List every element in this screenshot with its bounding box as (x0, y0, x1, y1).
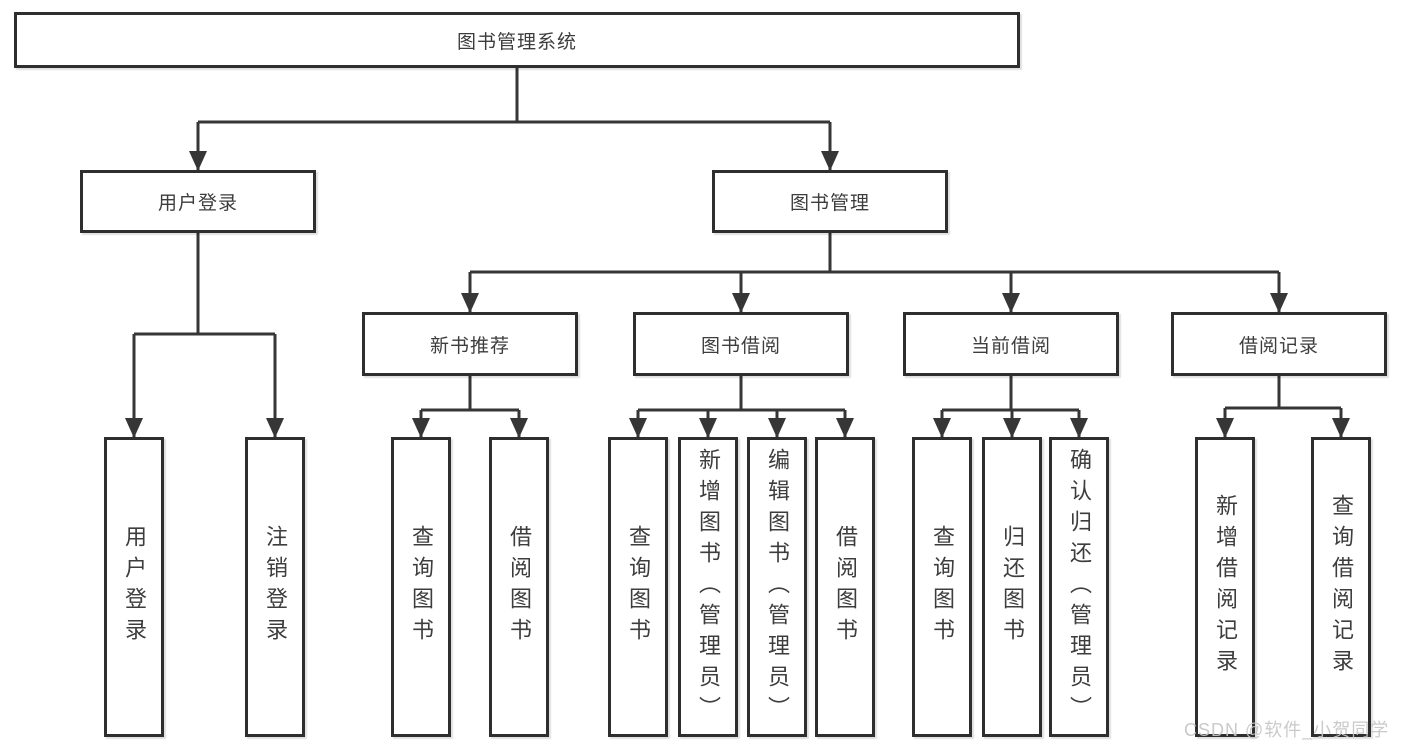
node-library-management-system: 图书管理系统 (14, 12, 1020, 68)
leaf-borrow-borrow-books: 借阅图书 (815, 437, 875, 737)
leaf-borrow-edit-books-admin: 编辑图书（管理员） (747, 437, 807, 737)
connector-arrows (125, 122, 1350, 438)
node-book-management: 图书管理 (712, 170, 948, 233)
leaf-records-query-borrow-record: 查询借阅记录 (1311, 437, 1371, 737)
leaf-newbooks-query-books: 查询图书 (391, 437, 451, 737)
leaf-newbooks-borrow-books: 借阅图书 (489, 437, 549, 737)
node-borrow-records: 借阅记录 (1171, 312, 1387, 376)
node-user-login: 用户登录 (80, 170, 316, 233)
leaf-current-query-books: 查询图书 (912, 437, 972, 737)
node-new-book-recommend: 新书推荐 (362, 312, 578, 376)
leaf-records-add-borrow-record: 新增借阅记录 (1195, 437, 1255, 737)
watermark: CSDN @软件_小贺同学 (1184, 720, 1390, 740)
connector-trunks (134, 68, 1341, 412)
leaf-logout: 注销登录 (245, 437, 305, 737)
leaf-current-confirm-return-admin: 确认归还（管理员） (1049, 437, 1109, 737)
node-book-borrow: 图书借阅 (633, 312, 849, 376)
node-current-borrow: 当前借阅 (903, 312, 1119, 376)
leaf-current-return-books: 归还图书 (982, 437, 1042, 737)
leaf-borrow-query-books: 查询图书 (608, 437, 668, 737)
leaf-user-login: 用户登录 (104, 437, 164, 737)
leaf-borrow-add-books-admin: 新增图书（管理员） (678, 437, 738, 737)
